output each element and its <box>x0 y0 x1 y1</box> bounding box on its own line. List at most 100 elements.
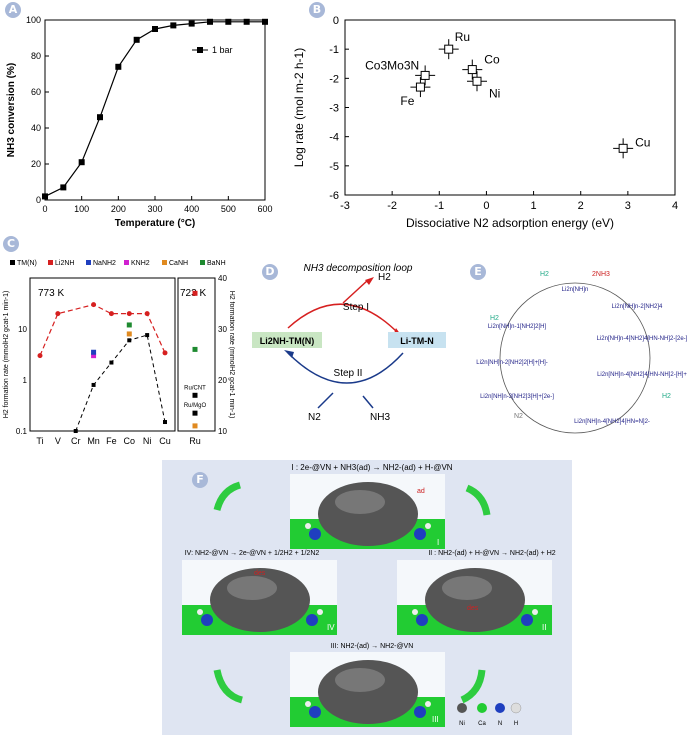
h2-label: H2 <box>378 272 391 283</box>
data-point-tmn <box>163 420 167 425</box>
data-point <box>152 26 158 32</box>
data-point-tmn <box>145 333 150 338</box>
data-point-tmn <box>127 338 132 343</box>
x-tick-label: 0 <box>42 204 47 214</box>
x-tick-label: Cu <box>159 436 171 446</box>
data-point <box>170 22 177 29</box>
plot-frame-right <box>177 277 216 432</box>
data-point-canh <box>126 331 132 337</box>
x-tick-label: Co <box>124 436 136 446</box>
x-tick-label: 200 <box>111 204 126 214</box>
panel-d: D NH3 decomposition loop H2 Step I Li2NH… <box>248 258 448 438</box>
y-tick-label: 60 <box>31 87 41 97</box>
e-h2-top: H2 <box>540 271 549 278</box>
point-label: Cu <box>635 135 650 149</box>
data-point-tmn <box>91 382 96 387</box>
legend-marker <box>162 260 167 265</box>
panel-d-badge: D <box>262 264 278 280</box>
y-tick-label: 10 <box>18 325 27 334</box>
point-label: Ru/CNT <box>184 385 206 391</box>
e-h2-left: H2 <box>490 315 499 322</box>
e-node-6: Li2n[NH]n-2[NH2]2[H]+[H]- <box>476 360 548 366</box>
legend-label: TM(N) <box>17 260 37 267</box>
panel-a-badge: A <box>5 2 21 18</box>
plot-frame-left <box>29 277 176 432</box>
y-tick-label: -6 <box>329 190 339 202</box>
data-point-right <box>192 346 198 352</box>
x-tick-label: Fe <box>106 436 117 446</box>
y-axis-title: Log rate (mol m-2 h-1) <box>292 48 306 167</box>
legend-ni: Ni <box>459 721 465 727</box>
f-des-right: des <box>467 605 479 612</box>
f-step2: II : NH2-(ad) + H-@VN → NH2-(ad) + H2 <box>428 550 555 557</box>
data-point <box>60 184 67 191</box>
y-axis-title: NH3 conversion (%) <box>6 63 17 157</box>
data-point-right <box>192 410 198 416</box>
y-tick-label: -1 <box>329 44 339 56</box>
e-node-0: Li2n[NH]n <box>562 287 589 293</box>
data-point-tmn <box>109 360 114 365</box>
data-point <box>207 18 213 25</box>
model-top <box>290 474 445 549</box>
plot-frame <box>344 19 676 196</box>
x-tick-label: Mn <box>87 436 100 446</box>
x-tick-label: Ni <box>143 436 152 446</box>
point-label: Co3Mo3N <box>365 58 419 72</box>
legend-marker <box>124 260 129 265</box>
x-axis-title: Temperature (°C) <box>115 218 196 229</box>
x-tick-label: Ti <box>36 436 43 446</box>
e-h2-side: H2 <box>662 393 671 400</box>
x-axis-title: Dissociative N2 adsorption energy (eV) <box>406 216 614 230</box>
nh3-label: NH3 <box>370 412 390 423</box>
f-step4: IV: NH2-@VN → 2e-@VN + 1/2H2 + 1/2N2 <box>185 550 320 557</box>
cycle-arrow-tl <box>213 481 242 511</box>
data-point <box>78 159 85 166</box>
x-tick-label: 500 <box>221 204 236 214</box>
f-roman-4: IV <box>327 623 335 632</box>
left-box-label: Li2NH-TM(N) <box>260 336 315 346</box>
f-des-left: des <box>254 570 266 577</box>
x-tick-label: 2 <box>578 200 584 212</box>
data-point-li2nh <box>162 350 168 356</box>
loop-title: NH3 decomposition loop <box>304 263 413 274</box>
legend-label: KNH2 <box>131 260 150 267</box>
y-tick-label: 100 <box>26 15 41 25</box>
e-node-2: Li2n[NH]n-4[NH2]4[HN-NH]2-[2e-] <box>597 336 688 342</box>
data-point <box>444 44 454 54</box>
x-tick-label: 0 <box>483 200 489 212</box>
data-point <box>115 63 122 70</box>
n2-label: N2 <box>308 412 321 423</box>
panel-c-badge: C <box>3 236 19 252</box>
y-tick-label: 0 <box>36 195 41 205</box>
y-tick-label: 80 <box>31 51 41 61</box>
e-n2: N2 <box>514 413 523 420</box>
x-tick-label: -3 <box>340 200 350 212</box>
f-roman-3: III <box>432 715 439 724</box>
x-tick-label: Cr <box>71 436 81 446</box>
e-2nh3: 2NH3 <box>592 271 610 278</box>
y-tick-label: 1 <box>23 376 28 385</box>
e-node-1: Li2n[NH]n-2[NH2]4 <box>612 304 663 310</box>
series-line-tmn <box>75 334 166 432</box>
right-box-label: Li-TM-N <box>400 336 434 346</box>
legend-label: BaNH <box>207 260 226 267</box>
e-node-4: Li2n[NH]n-4[NH2]4[HN=N]2- <box>574 419 650 425</box>
data-point-li2nh <box>55 311 61 317</box>
panel-e: E H2 2NH3 Li2n[NH]n Li2n[NH]n-2[NH2]4 Li… <box>462 258 692 458</box>
f-roman-2: II <box>542 623 546 632</box>
x-tick-label: V <box>55 436 61 446</box>
data-point-li2nh <box>126 311 132 317</box>
cycle-arrow-br <box>460 669 486 704</box>
x-tick-label: 4 <box>672 200 678 212</box>
data-point <box>262 18 268 25</box>
f-step1: I : 2e-@VN + NH3(ad) → NH2-(ad) + H-@VN <box>291 463 452 472</box>
cycle-arrow-bl <box>213 669 244 704</box>
x-tick-label: 300 <box>147 204 162 214</box>
x-tick-label: 600 <box>257 204 272 214</box>
x-tick-label: 100 <box>74 204 89 214</box>
data-point <box>188 20 195 27</box>
legend-marker <box>200 260 205 265</box>
data-point-nanh2 <box>91 349 97 355</box>
